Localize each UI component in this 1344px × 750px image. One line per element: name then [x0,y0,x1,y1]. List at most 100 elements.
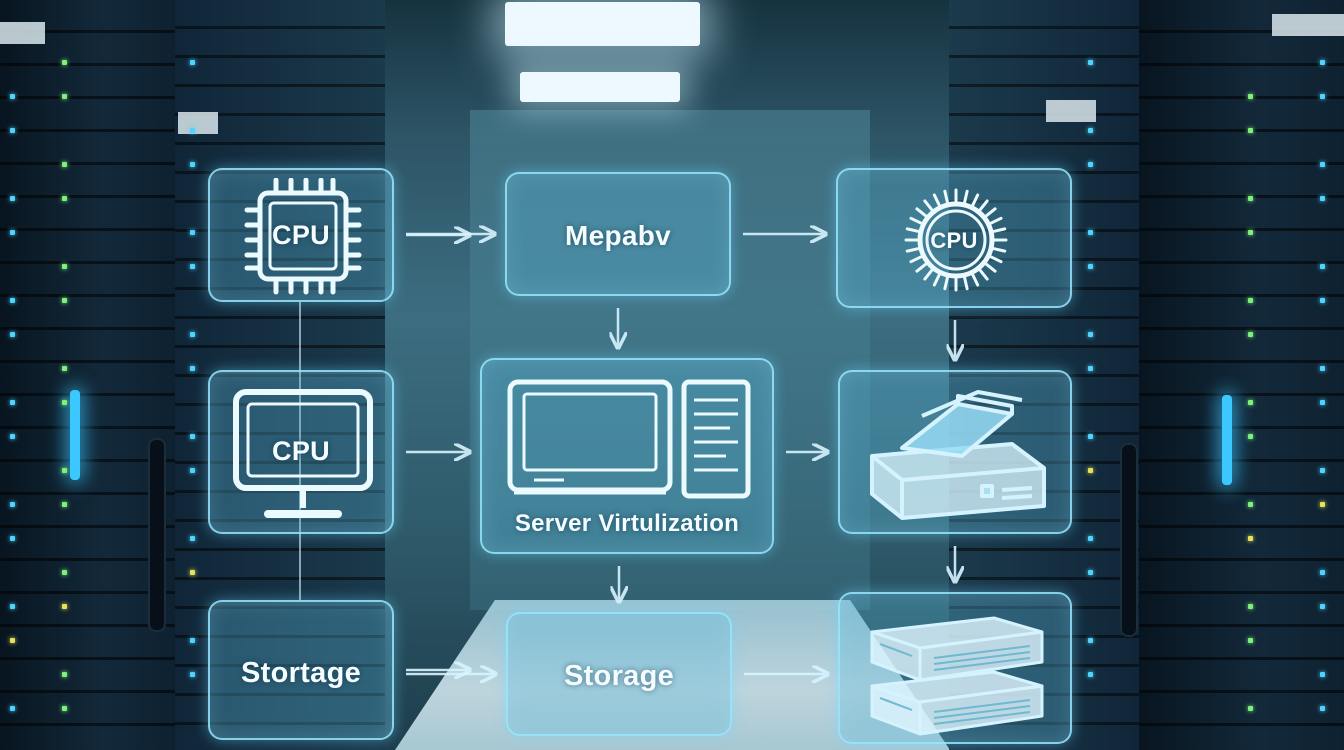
rack-led [62,264,67,269]
rack-led [10,502,15,507]
node-server-virtualization[interactable]: Server Virtulization [480,358,774,554]
rack-led [10,230,15,235]
cpu-pin [943,189,949,204]
ceiling-light-far [520,72,680,102]
rack-led [10,332,15,337]
node-label: CPU [272,220,330,250]
node-label: CPU [272,436,330,466]
rack-light-bar [70,390,80,480]
cpu-pin [984,207,997,218]
cpu-pin [943,276,949,291]
rack-led [190,264,195,269]
cpu-pin [905,227,920,233]
rack-led [62,366,67,371]
rack-led [1088,434,1093,439]
rack-led [62,570,67,575]
rack-led [62,196,67,201]
rack-led [190,468,195,473]
node-cpu-chip-right[interactable]: CPU [836,168,1072,308]
node-storage-left[interactable]: Stortage [208,600,394,740]
rack-led [1320,196,1325,201]
rack-led [10,94,15,99]
node-label: Server Virtulization [514,510,740,537]
rack-led [1320,706,1325,711]
rack-led [1248,400,1253,405]
rack-led [10,706,15,711]
rack-led [1088,162,1093,167]
rack-led [10,536,15,541]
node-storage-box[interactable] [838,370,1072,534]
rack-led [1320,570,1325,575]
rack-light-bar [1222,395,1232,485]
cpu-pin [915,262,928,273]
rack-led [190,536,195,541]
rack-led [1248,434,1253,439]
rack-label-strip [1272,14,1344,36]
rack-led [1088,638,1093,643]
ceiling-light [505,2,700,46]
node-server-stack[interactable] [838,592,1072,744]
corridor-back-wall [470,110,870,610]
node-label: Stortage [240,657,362,689]
rack-led [1248,604,1253,609]
rack-led [62,468,67,473]
node-storage-center[interactable]: Storage [506,612,732,736]
cpu-pin [923,199,934,212]
rack-led [62,706,67,711]
rack-led [10,604,15,609]
rack-led [1088,570,1093,575]
cpu-pin [963,276,969,291]
node-label: Mepabv [564,220,672,251]
rack-led [1320,264,1325,269]
rack-led [1320,400,1325,405]
rack-led [1320,604,1325,609]
rack-led [1320,468,1325,473]
rack-led [1248,196,1253,201]
rack-led [190,638,195,643]
rack-led [1088,536,1093,541]
rack-handle [150,440,164,630]
rack-led [190,230,195,235]
rack-led [10,196,15,201]
rack-led [1248,502,1253,507]
cpu-pin [978,199,989,212]
cpu-pin [932,273,941,287]
rack-led [1248,94,1253,99]
rack-led [62,94,67,99]
rack-led [10,298,15,303]
cpu-pin [971,193,980,207]
cpu-pin [992,247,1007,253]
rack-led [190,332,195,337]
rack-led [1248,536,1253,541]
node-cpu-monitor[interactable]: CPU [208,370,394,534]
rack-led [1088,128,1093,133]
node-label: CPU [930,228,978,253]
rack-led [62,60,67,65]
rack-led [190,162,195,167]
rack-led [190,60,195,65]
server-rack-left-outer [0,0,175,750]
node-cpu-chip[interactable]: CPU [208,168,394,302]
rack-led [62,400,67,405]
rack-led [1088,468,1093,473]
rack-label-strip [178,112,218,134]
rack-led [1248,298,1253,303]
cpu-chip-icon [904,188,1008,292]
rack-led [10,434,15,439]
monitor-icon [233,389,373,518]
rack-led [1248,128,1253,133]
node-top-center[interactable]: Mepabv [505,172,731,296]
rack-led [1088,264,1093,269]
rack-led [190,570,195,575]
rack-led [62,162,67,167]
server-stack-icon [870,616,1044,736]
rack-led [190,366,195,371]
rack-led [190,672,195,677]
rack-led [1088,672,1093,677]
rack-led [1248,332,1253,337]
cpu-pin [932,193,941,207]
rack-led [62,502,67,507]
rack-label-strip [1046,100,1096,122]
